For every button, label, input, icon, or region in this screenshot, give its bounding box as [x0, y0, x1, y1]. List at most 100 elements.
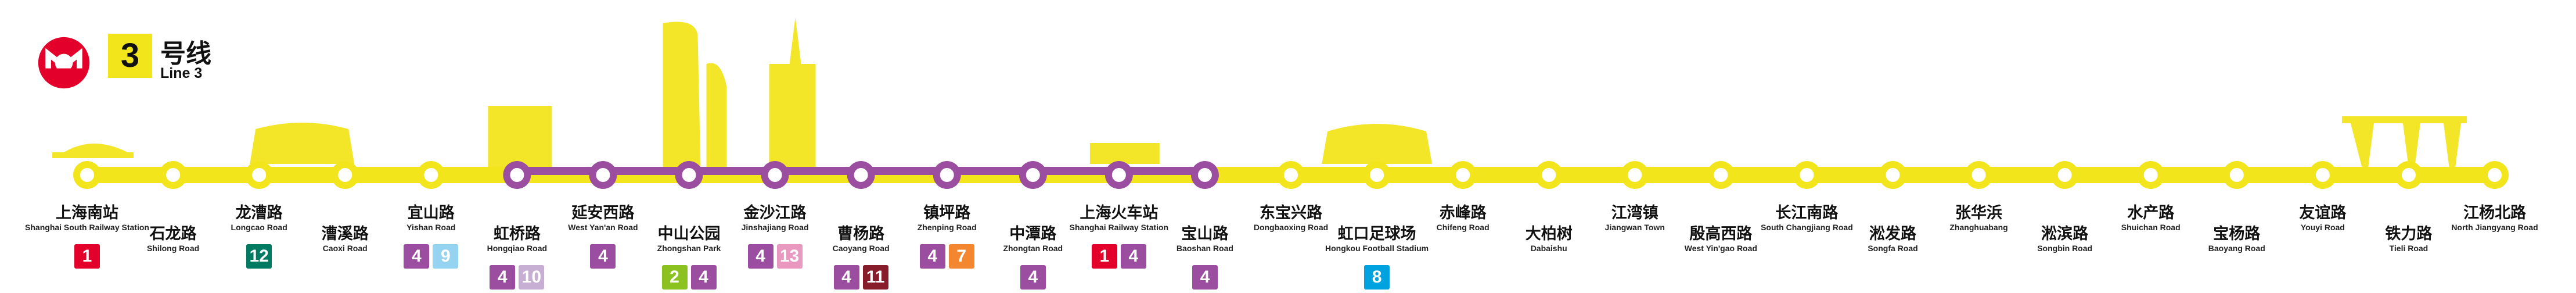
landmark-railway-station	[1089, 143, 1160, 164]
station-marker-15	[1370, 168, 1384, 182]
station-name-en: Baoyang Road	[2208, 244, 2265, 253]
station-name-en: Shanghai Railway Station	[1069, 223, 1169, 232]
station-name-cn: 曹杨路	[837, 225, 885, 243]
station-name-en: Tieli Road	[2389, 244, 2429, 253]
station-marker-6	[596, 168, 610, 182]
transfer-badge-line-4: 4	[404, 244, 430, 269]
station-name-cn: 淞滨路	[2041, 225, 2089, 243]
transfer-badges: 4	[1192, 265, 1218, 290]
transfer-badge-line-4: 4	[1192, 265, 1218, 290]
transfer-badge-line-4: 4	[490, 265, 516, 290]
transfer-badge-line-9: 9	[433, 244, 459, 269]
station-name-en: Shilong Road	[146, 244, 200, 253]
station-name-en: Zhenping Road	[917, 223, 977, 232]
station-marker-1	[166, 168, 181, 182]
station-marker-2	[252, 168, 267, 182]
transfer-badge-line-4: 4	[1020, 265, 1046, 290]
transfer-badge-line-4: 4	[833, 265, 859, 290]
station-name-cn: 虹桥路	[493, 225, 541, 243]
transfer-badges: 4	[1020, 265, 1046, 290]
station-marker-12	[1111, 168, 1126, 182]
landmark-canopy	[2341, 116, 2467, 169]
station-name-cn: 张华浜	[1955, 204, 2003, 222]
station-marker-20	[1800, 168, 1814, 182]
station-name-en: Shuichan Road	[2121, 223, 2181, 232]
station-name-cn: 宝杨路	[2213, 225, 2261, 243]
station-name-en: Yishan Road	[406, 223, 456, 232]
station-name-cn: 殷高西路	[1689, 225, 1753, 243]
station-name-cn: 大柏树	[1525, 225, 1573, 243]
station-name-cn: 友谊路	[2299, 204, 2347, 222]
transfer-badges: 1	[74, 244, 100, 269]
line-name-cn: 号线	[160, 39, 211, 69]
station-name-cn: 江湾镇	[1611, 204, 1658, 222]
station-name-cn: 赤峰路	[1439, 204, 1487, 222]
station-name-cn: 延安西路	[571, 204, 635, 222]
station-name-en: Caoyang Road	[832, 244, 890, 253]
station-marker-16	[1456, 168, 1470, 182]
station-name-cn: 上海火车站	[1080, 204, 1159, 222]
station-marker-23	[2057, 168, 2072, 182]
station-marker-24	[2143, 168, 2158, 182]
station-marker-11	[1026, 168, 1040, 182]
station-marker-14	[1284, 168, 1298, 182]
landmark-shanghai-stadium	[250, 123, 355, 164]
station-marker-7	[682, 168, 696, 182]
station-marker-26	[2315, 168, 2330, 182]
transfer-badge-line-7: 7	[948, 244, 974, 269]
station-name-cn: 中山公园	[657, 225, 721, 243]
transfer-badge-line-4: 4	[919, 244, 945, 269]
station-name-cn: 铁力路	[2385, 225, 2433, 243]
station-name-en: Jinshajiang Road	[741, 223, 809, 232]
station-name-cn: 上海南站	[55, 204, 118, 222]
station-name-en: Dongbaoxing Road	[1253, 223, 1329, 232]
transfer-badges: 4	[590, 244, 616, 269]
station-name-cn: 淞发路	[1869, 225, 1916, 243]
station-marker-9	[854, 168, 868, 182]
station-name-en: Zhongtan Road	[1003, 244, 1063, 253]
station-marker-28	[2488, 168, 2502, 182]
station-markers	[73, 161, 2509, 189]
station-marker-5	[510, 168, 524, 182]
transfer-badge-line-13: 13	[776, 244, 803, 269]
station-name-cn: 长江南路	[1775, 204, 1839, 222]
station-name-en: Jiangwan Town	[1604, 223, 1665, 232]
station-name-cn: 宝山路	[1181, 225, 1229, 243]
station-marker-10	[940, 168, 954, 182]
transfer-badge-line-4: 4	[690, 265, 717, 290]
transfer-badge-line-10: 10	[519, 265, 545, 290]
transfer-badges: 12	[246, 244, 272, 269]
station-name-en: South Changjiang Road	[1761, 223, 1853, 232]
station-name-en: Caoxi Road	[322, 244, 368, 253]
station-name-en: Hongqiao Road	[487, 244, 548, 253]
landmark-spire-tower	[769, 17, 816, 169]
station-name-en: Zhongshan Park	[657, 244, 721, 253]
station-name-cn: 镇坪路	[923, 204, 971, 222]
station-name-en: Songfa Road	[1868, 244, 1918, 253]
station-marker-21	[1886, 168, 1900, 182]
transfer-badges: 8	[1364, 265, 1390, 290]
station-name-en: West Yan'an Road	[568, 223, 638, 232]
